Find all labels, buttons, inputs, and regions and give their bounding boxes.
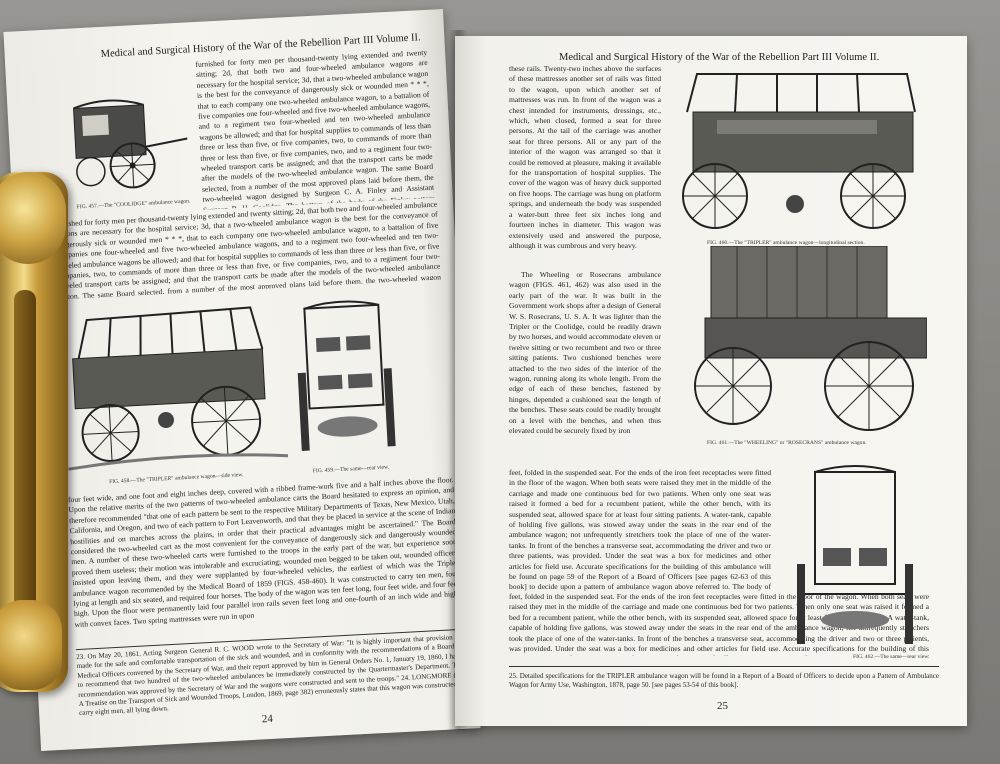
brass-bookend-shadow (14, 290, 36, 670)
brass-bookend-top (0, 172, 66, 264)
coolidge-cart-illustration (73, 99, 188, 189)
page-number-right: 25 (717, 700, 728, 712)
left-bottom-paragraph: four feet wide, and one foot and eight i… (67, 475, 460, 629)
left-top-paragraph: furnished for forty men per thousand-twe… (195, 47, 435, 210)
caption-wheeling: FIG. 461.—The "WHEELING" or "ROSECRANS" … (707, 440, 867, 446)
tripler-longitudinal-illustration (682, 73, 916, 229)
right-col-paragraph-2: The Wheeling or Rosecrans ambulance wago… (509, 270, 661, 436)
caption-coolidge: FIG. 457.—The "COOLIDGE" ambulance wagon… (76, 198, 191, 211)
left-top-paragraph-cont: furnished for forty men per thousand-twe… (53, 199, 442, 300)
footnote-rule-right (509, 666, 939, 667)
right-wide-paragraph: feet, folded in the suspended seat. For … (509, 468, 771, 592)
right-wide-paragraph-cont: feet, folded in the suspended seat. For … (509, 592, 929, 656)
brass-bookend-foot (0, 600, 62, 690)
running-head-right: Medical and Surgical History of the War … (559, 52, 880, 63)
left-page: Medical and Surgical History of the War … (3, 8, 481, 752)
wheeling-wagon-illustration (694, 246, 927, 431)
caption-tripler-longitudinal: FIG. 460.—The "TRIPLER" ambulance wagon—… (707, 240, 865, 246)
tripler-wagon-rear-illustration (297, 300, 396, 451)
right-page: Medical and Surgical History of the War … (455, 36, 967, 726)
wheeling-rear-illustration (797, 465, 913, 644)
page-number-left: 24 (261, 712, 274, 726)
caption-wheeling-rear: FIG. 462.—The same—rear view. (853, 654, 930, 660)
right-col-paragraph-1: these rails. Twenty-two inches above the… (509, 64, 661, 250)
right-footnote: 25. Detailed specifications for the TRIP… (509, 672, 939, 690)
caption-tripler-rear: FIG. 459.—The same—rear view. (312, 464, 390, 475)
tripler-wagon-side-illustration (68, 306, 289, 471)
